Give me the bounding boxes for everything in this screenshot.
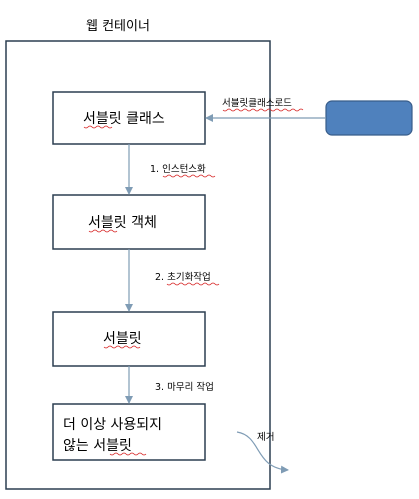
spellcheck-squiggle bbox=[103, 345, 141, 349]
remove-label: 제거 bbox=[257, 432, 274, 443]
spellcheck-squiggle bbox=[166, 282, 220, 286]
remove-arrow bbox=[236, 431, 289, 474]
finalize-label: 3. 마무리 작업 bbox=[155, 381, 214, 393]
spellcheck-squiggle bbox=[162, 174, 216, 178]
init-label: 2. 초기화작업 bbox=[155, 271, 211, 283]
load-label: 서블릿클래스로드 bbox=[222, 97, 292, 109]
servlet-class-box bbox=[52, 91, 206, 145]
servlet-object-box bbox=[52, 194, 206, 250]
spellcheck-squiggle bbox=[83, 125, 113, 129]
external-source-box bbox=[325, 100, 413, 136]
web-container-title: 웹 컨테이너 bbox=[86, 19, 150, 34]
servlet-object-label: 서블릿 객체 bbox=[88, 215, 157, 231]
servlet-box bbox=[52, 311, 206, 367]
unused-servlet-label-line2: 않는 서블릿 bbox=[63, 438, 132, 454]
unused-servlet-label-line1: 더 이상 사용되지 bbox=[63, 417, 162, 433]
servlet-class-label: 서블릿 클래스 bbox=[83, 111, 165, 127]
spellcheck-squiggle bbox=[109, 452, 147, 456]
spellcheck-squiggle bbox=[222, 108, 304, 112]
instantiate-label: 1. 인스턴스화 bbox=[150, 164, 206, 175]
unused-servlet-box bbox=[52, 403, 206, 461]
servlet-label: 서블릿 bbox=[103, 331, 142, 347]
spellcheck-squiggle bbox=[88, 229, 118, 233]
